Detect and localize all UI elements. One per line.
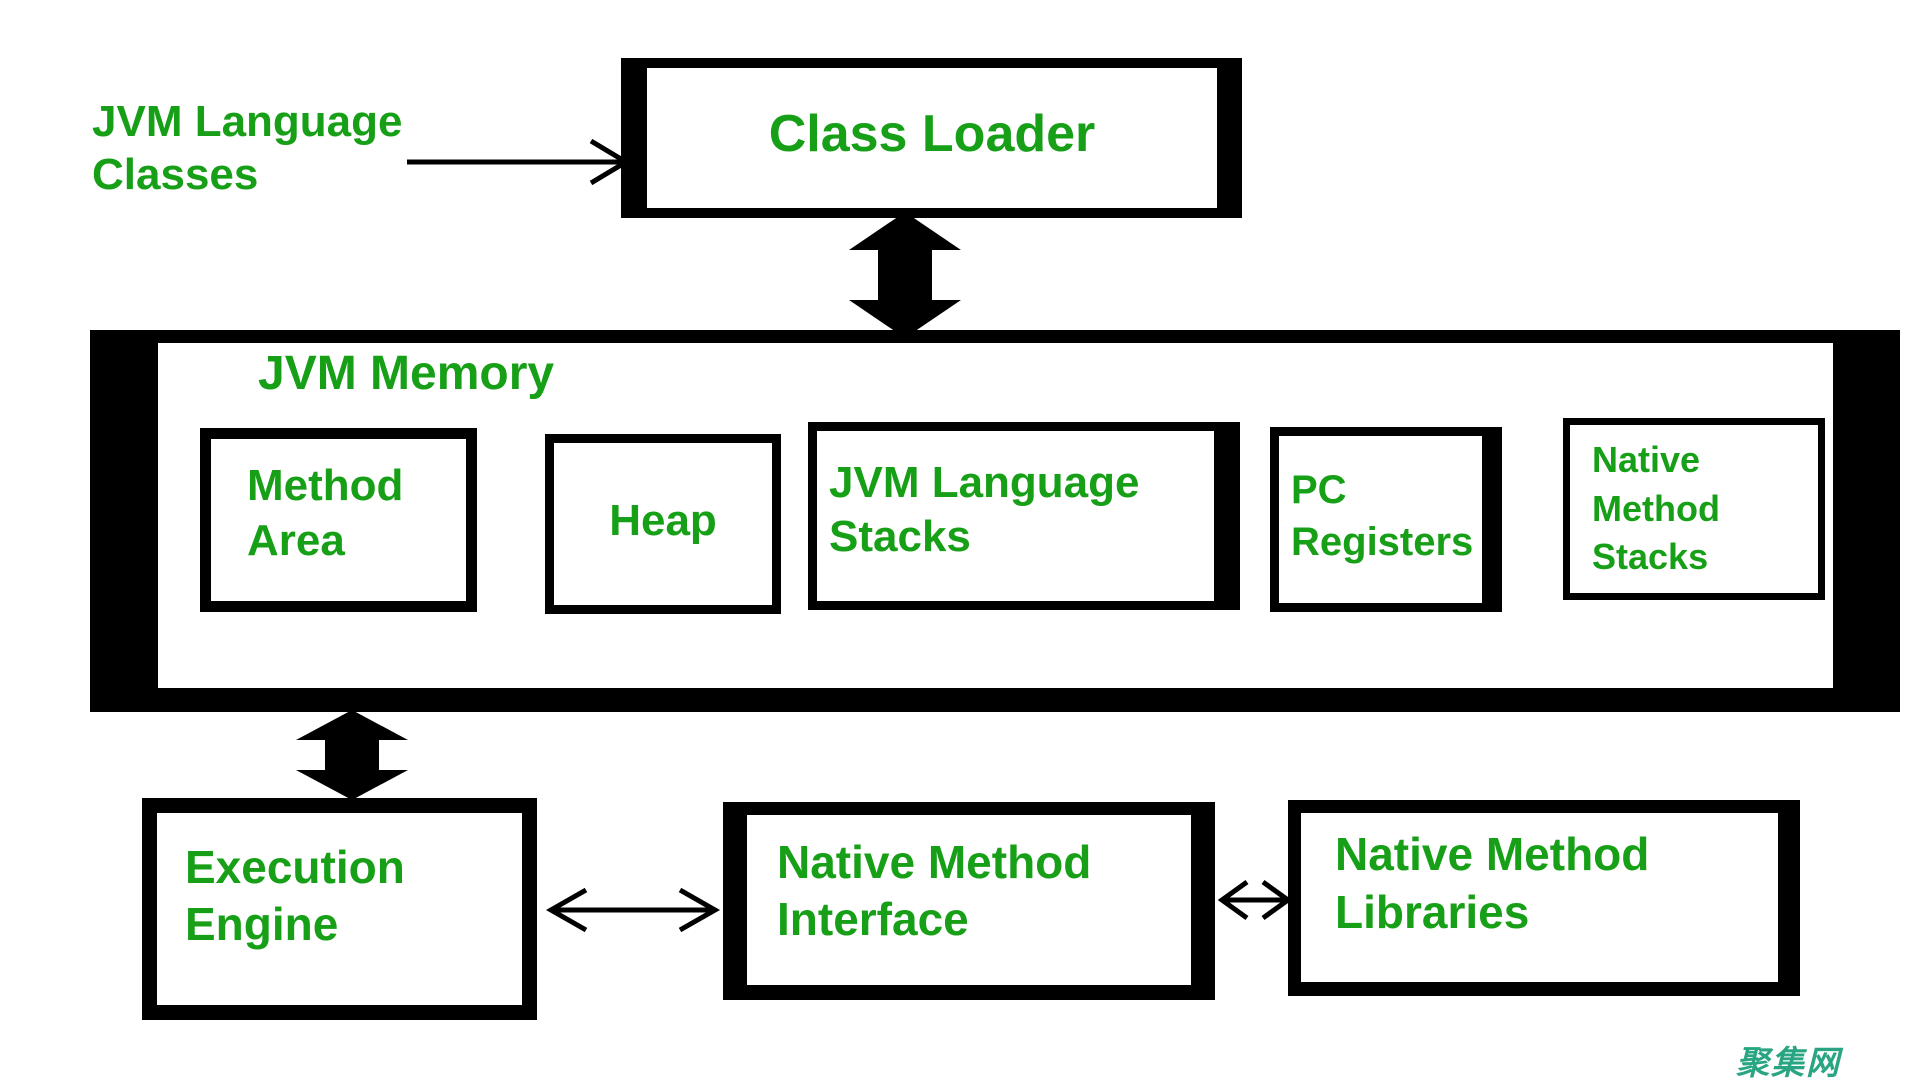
native-method-libraries-label: Native Method Libraries xyxy=(1335,828,1650,938)
method-area-box: Method Area xyxy=(200,428,477,612)
native-method-libraries-box: Native Method Libraries xyxy=(1288,800,1800,996)
native-method-interface-label: Native Method Interface xyxy=(777,835,1092,946)
jvm-language-stacks-box: JVM Language Stacks xyxy=(808,422,1240,610)
native-method-interface-box: Native Method Interface xyxy=(723,802,1215,1000)
memory-execution-double-arrow xyxy=(296,710,408,800)
jvm-language-stacks-label: JVM Language Stacks xyxy=(829,458,1140,561)
native-method-stacks-box: Native Method Stacks xyxy=(1563,418,1825,600)
execution-nmi-double-arrow xyxy=(545,887,721,933)
native-method-stacks-label: Native Method Stacks xyxy=(1592,439,1720,578)
jvm-language-classes-label: JVM Language Classes xyxy=(92,97,403,199)
class-loader-box: Class Loader xyxy=(621,58,1242,218)
classloader-memory-double-arrow xyxy=(849,212,961,338)
nmi-libraries-double-arrow xyxy=(1217,879,1293,921)
pc-registers-box: PC Registers xyxy=(1270,427,1502,612)
method-area-label: Method Area xyxy=(247,461,404,565)
pc-registers-label: PC Registers xyxy=(1291,467,1474,564)
execution-engine-label: Execution Engine xyxy=(185,840,405,951)
watermark: 聚集网 xyxy=(1736,1044,1841,1080)
classes-to-classloader-arrow xyxy=(407,138,631,186)
heap-label: Heap xyxy=(609,496,717,545)
class-loader-label: Class Loader xyxy=(768,105,1096,163)
jvm-memory-label: JVM Memory xyxy=(258,347,555,400)
execution-engine-box: Execution Engine xyxy=(142,798,537,1020)
heap-box: Heap xyxy=(545,434,781,614)
